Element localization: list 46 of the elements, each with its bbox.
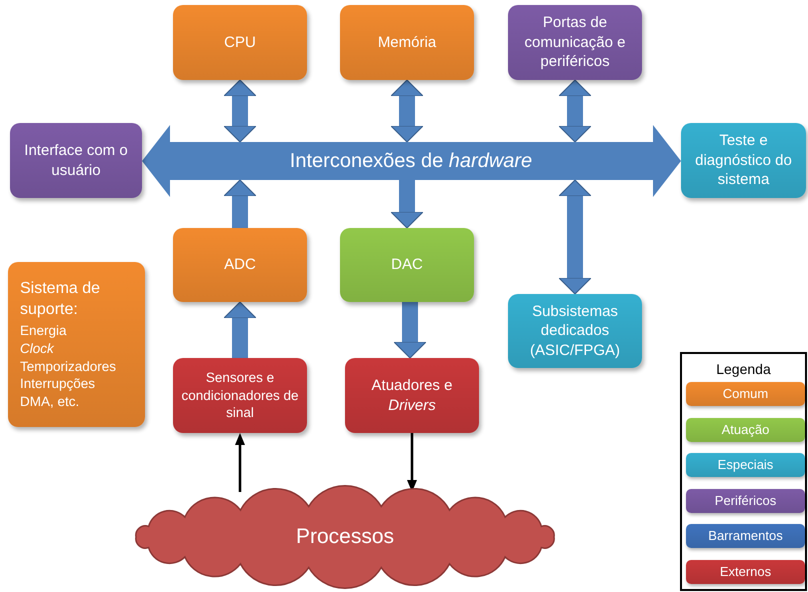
node-label: Portas de comunicação e periféricos	[524, 13, 626, 72]
node-list-item: Interrupções	[20, 375, 96, 393]
node-label: DAC	[391, 255, 423, 275]
arrow	[224, 80, 256, 142]
arrow	[558, 180, 592, 294]
arrow	[646, 125, 681, 197]
node-label: Sensores e condicionadores de sinal	[180, 369, 300, 422]
arrow	[390, 180, 424, 228]
node-list-item: DMA, etc.	[20, 392, 80, 410]
process-box	[345, 358, 479, 433]
legend-label: Comum	[722, 386, 770, 401]
process-box	[340, 5, 474, 80]
node-label: Memória	[378, 32, 436, 52]
process-box	[508, 294, 642, 368]
arrow	[224, 302, 256, 358]
arrow	[235, 433, 245, 492]
process-box	[340, 228, 474, 302]
legend-label: Especiais	[716, 457, 774, 472]
legend-label: Periféricos	[714, 492, 778, 508]
legend-label: Atuação	[720, 422, 770, 436]
legend-title: Legenda	[715, 361, 772, 377]
node-label: Interface com o usuário	[23, 141, 129, 180]
node-label: CPU	[224, 32, 256, 52]
node-label: ADC	[224, 255, 256, 275]
node-label: Atuadores e Drivers	[370, 376, 454, 415]
process-box	[173, 5, 307, 80]
node-list-item: Temporizadores	[20, 358, 116, 376]
node-list-item: Energia	[20, 322, 67, 340]
process-box	[681, 123, 806, 198]
arrow	[558, 80, 592, 142]
node-label: Sistema de suporte:	[20, 278, 102, 320]
node-label: Processos	[296, 524, 394, 550]
arrow	[142, 125, 176, 197]
node-label: Subsistemas dedicados (ASIC/FPGA)	[528, 302, 621, 360]
process-box	[173, 358, 307, 433]
legend-label: Externos	[718, 564, 772, 578]
node-list-item: Clock	[20, 340, 54, 358]
bus-label: Interconexões de hardware	[290, 149, 532, 174]
process-box	[8, 262, 145, 427]
process-box	[173, 228, 307, 302]
process-box	[508, 5, 642, 80]
legend-label: Barramentos	[707, 528, 784, 543]
arrow	[390, 80, 424, 142]
node-label: Teste e diagnóstico do sistema	[694, 131, 793, 190]
process-box	[10, 123, 142, 198]
arrow	[224, 180, 256, 228]
